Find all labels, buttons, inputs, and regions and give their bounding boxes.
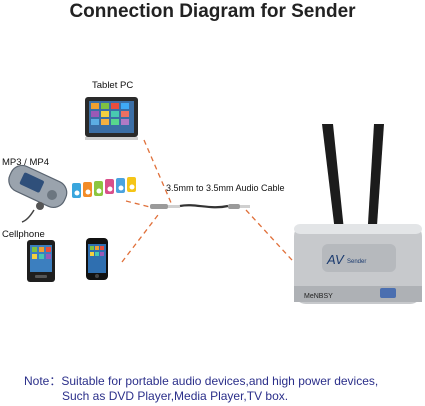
cellphone-icon <box>27 240 55 282</box>
cable-label: 3.5mm to 3.5mm Audio Cable <box>166 183 285 193</box>
note-line2: Such as DVD Player,Media Player,TV box. <box>62 389 289 403</box>
cellphone-label: Cellphone <box>2 229 45 240</box>
tablet-icon <box>85 97 138 140</box>
note-line1: Note：Suitable for portable audio devices… <box>24 372 378 389</box>
antenna-icon <box>322 124 384 240</box>
dashed-connections <box>121 139 304 273</box>
ipod-nano-icon <box>72 177 136 198</box>
smartphone-icon <box>86 238 108 280</box>
mp3-player-icon <box>8 164 68 223</box>
note-text-line1: Suitable for portable audio devices,and … <box>61 374 379 388</box>
sender-device-icon: AV Sender MeNBSY <box>294 224 422 304</box>
page-title: Connection Diagram for Sender <box>69 1 356 22</box>
note-prefix: Note： <box>24 374 62 388</box>
sender-brand: MeNBSY <box>304 293 333 300</box>
mp3-label: MP3 / MP4 <box>2 157 49 168</box>
audio-cable-icon <box>150 204 250 209</box>
tablet-label: Tablet PC <box>92 80 134 91</box>
svg-text:AV: AV <box>326 252 345 267</box>
svg-text:Sender: Sender <box>347 259 366 265</box>
